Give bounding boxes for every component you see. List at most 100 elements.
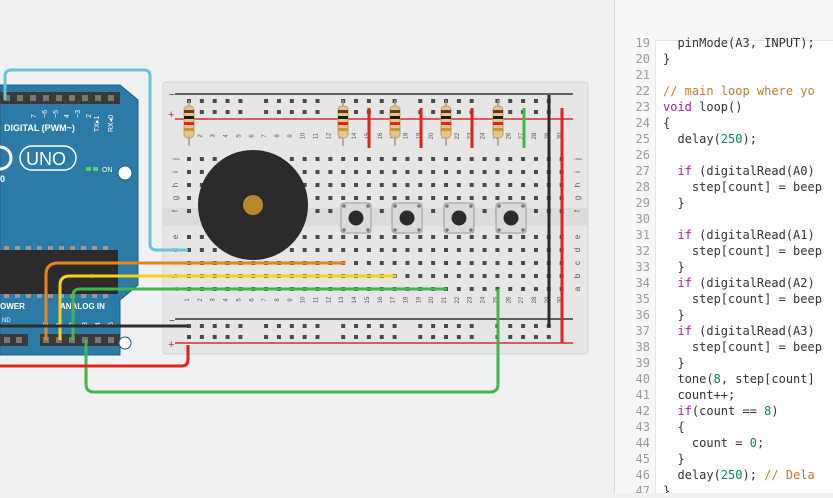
pushbutton[interactable] bbox=[340, 202, 372, 234]
breadboard-hole[interactable] bbox=[444, 274, 448, 278]
resistor[interactable] bbox=[337, 100, 349, 146]
breadboard-hole[interactable] bbox=[431, 209, 436, 213]
code-line[interactable]: 34 if (digitalRead(A2) bbox=[615, 275, 833, 291]
breadboard-hole[interactable] bbox=[431, 183, 436, 187]
breadboard-hole[interactable] bbox=[482, 261, 487, 265]
breadboard-hole[interactable] bbox=[508, 261, 513, 265]
header-pin[interactable] bbox=[95, 95, 101, 101]
breadboard-hole[interactable] bbox=[187, 196, 191, 200]
rail-hole[interactable] bbox=[302, 335, 307, 339]
rail-hole[interactable] bbox=[431, 110, 436, 114]
breadboard-hole[interactable] bbox=[366, 261, 371, 265]
rail-hole[interactable] bbox=[264, 110, 269, 114]
breadboard-hole[interactable] bbox=[187, 170, 191, 174]
breadboard-hole[interactable] bbox=[456, 183, 461, 187]
breadboard-hole[interactable] bbox=[521, 157, 526, 161]
breadboard-hole[interactable] bbox=[521, 183, 526, 187]
header-pin[interactable] bbox=[56, 95, 62, 101]
breadboard-hole[interactable] bbox=[302, 248, 307, 252]
code-line[interactable]: 38 step[count] = beep bbox=[615, 339, 833, 355]
rail-hole[interactable] bbox=[456, 324, 461, 328]
rail-hole[interactable] bbox=[212, 324, 217, 328]
code-line[interactable]: 26 bbox=[615, 147, 833, 163]
header-pin[interactable] bbox=[69, 95, 75, 101]
rail-hole[interactable] bbox=[418, 99, 423, 103]
breadboard-hole[interactable] bbox=[482, 157, 487, 161]
breadboard-hole[interactable] bbox=[456, 196, 461, 200]
rail-hole[interactable] bbox=[431, 324, 436, 328]
rail-hole[interactable] bbox=[533, 335, 538, 339]
breadboard-hole[interactable] bbox=[456, 235, 461, 239]
breadboard-hole[interactable] bbox=[431, 196, 436, 200]
breadboard-hole[interactable] bbox=[418, 235, 423, 239]
breadboard-hole[interactable] bbox=[431, 170, 436, 174]
breadboard-hole[interactable] bbox=[444, 183, 448, 187]
rail-hole[interactable] bbox=[276, 110, 281, 114]
breadboard-hole[interactable] bbox=[315, 183, 320, 187]
breadboard-hole[interactable] bbox=[341, 196, 346, 200]
breadboard-hole[interactable] bbox=[482, 196, 487, 200]
breadboard-hole[interactable] bbox=[328, 183, 333, 187]
breadboard-hole[interactable] bbox=[187, 248, 191, 252]
breadboard-hole[interactable] bbox=[379, 235, 384, 239]
breadboard-hole[interactable] bbox=[418, 170, 423, 174]
breadboard-hole[interactable] bbox=[366, 248, 371, 252]
rail-hole[interactable] bbox=[289, 335, 294, 339]
breadboard-hole[interactable] bbox=[469, 274, 474, 278]
rail-hole[interactable] bbox=[315, 99, 320, 103]
rail-hole[interactable] bbox=[366, 335, 371, 339]
breadboard-hole[interactable] bbox=[315, 196, 320, 200]
rail-hole[interactable] bbox=[225, 110, 230, 114]
breadboard-hole[interactable] bbox=[431, 248, 436, 252]
rail-hole[interactable] bbox=[418, 335, 423, 339]
breadboard-hole[interactable] bbox=[469, 170, 474, 174]
breadboard-hole[interactable] bbox=[482, 235, 487, 239]
breadboard-hole[interactable] bbox=[341, 235, 346, 239]
breadboard-hole[interactable] bbox=[469, 183, 474, 187]
resistor[interactable] bbox=[492, 100, 504, 146]
rail-hole[interactable] bbox=[264, 324, 269, 328]
breadboard-hole[interactable] bbox=[354, 248, 359, 252]
breadboard-hole[interactable] bbox=[354, 196, 359, 200]
rail-hole[interactable] bbox=[366, 99, 371, 103]
header-pin[interactable] bbox=[4, 95, 10, 101]
rail-hole[interactable] bbox=[302, 324, 307, 328]
rail-hole[interactable] bbox=[187, 335, 191, 339]
pushbutton[interactable] bbox=[495, 202, 527, 234]
rail-hole[interactable] bbox=[392, 324, 397, 328]
rail-hole[interactable] bbox=[379, 324, 384, 328]
breadboard-hole[interactable] bbox=[533, 170, 538, 174]
breadboard-hole[interactable] bbox=[405, 170, 410, 174]
code-line[interactable]: 40 tone(8, step[count] bbox=[615, 371, 833, 387]
rail-hole[interactable] bbox=[264, 99, 269, 103]
rail-hole[interactable] bbox=[508, 99, 513, 103]
breadboard-hole[interactable] bbox=[533, 196, 538, 200]
breadboard-hole[interactable] bbox=[341, 183, 346, 187]
breadboard-hole[interactable] bbox=[482, 274, 487, 278]
breadboard-hole[interactable] bbox=[392, 196, 397, 200]
rail-hole[interactable] bbox=[289, 99, 294, 103]
code-line[interactable]: 39 } bbox=[615, 355, 833, 371]
breadboard-hole[interactable] bbox=[379, 157, 384, 161]
rail-hole[interactable] bbox=[238, 99, 243, 103]
code-line[interactable]: 37 if (digitalRead(A3) bbox=[615, 323, 833, 339]
header-pin[interactable] bbox=[82, 95, 88, 101]
breadboard-hole[interactable] bbox=[366, 170, 371, 174]
breadboard-hole[interactable] bbox=[328, 248, 333, 252]
code-line[interactable]: 36 } bbox=[615, 307, 833, 323]
breadboard-hole[interactable] bbox=[379, 183, 384, 187]
panel-divider[interactable] bbox=[614, 0, 615, 493]
rail-hole[interactable] bbox=[366, 324, 371, 328]
breadboard-hole[interactable] bbox=[392, 157, 397, 161]
breadboard-hole[interactable] bbox=[366, 196, 371, 200]
breadboard-hole[interactable] bbox=[366, 183, 371, 187]
breadboard-hole[interactable] bbox=[379, 170, 384, 174]
breadboard-hole[interactable] bbox=[533, 261, 538, 265]
breadboard-hole[interactable] bbox=[444, 261, 448, 265]
rail-hole[interactable] bbox=[199, 99, 204, 103]
rail-hole[interactable] bbox=[508, 110, 513, 114]
pushbuttons[interactable] bbox=[340, 202, 527, 234]
rail-hole[interactable] bbox=[444, 324, 448, 328]
breadboard-hole[interactable] bbox=[495, 261, 500, 265]
